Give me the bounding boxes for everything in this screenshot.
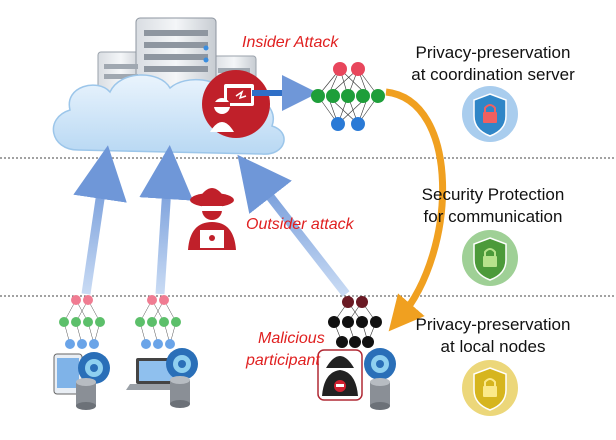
- malicious-model-network: [328, 296, 382, 348]
- gear-icon: [78, 352, 110, 384]
- local-model-network-1: [59, 295, 105, 349]
- local-model-network-2: [135, 295, 181, 349]
- privacy-local-label-2: at local nodes: [440, 337, 546, 356]
- insider-attacker-icon: [202, 70, 270, 138]
- upload-arrow-malicious: [237, 154, 350, 297]
- database-icon: [76, 378, 96, 410]
- model-distribution-arrow: [385, 88, 446, 332]
- gear-icon: [166, 348, 198, 380]
- lock-shield-icon: [462, 360, 518, 416]
- privacy-server-label-2: at coordination server: [411, 65, 575, 84]
- gear-icon: [364, 348, 396, 380]
- lock-shield-icon: [462, 86, 518, 142]
- privacy-local-label-1: Privacy-preservation: [415, 315, 571, 334]
- upload-arrow-tablet: [73, 145, 127, 295]
- security-label-2: for communication: [423, 207, 563, 226]
- database-icon: [370, 378, 390, 410]
- malicious-participant-label-1: Malicious: [258, 330, 325, 347]
- malicious-participant-label-2: participant: [246, 352, 320, 369]
- outsider-attacker-icon: [188, 188, 236, 250]
- outsider-attack-label: Outsider attack: [246, 216, 354, 233]
- global-model-network: [311, 62, 385, 131]
- security-label-1: Security Protection: [421, 185, 565, 204]
- privacy-server-label-1: Privacy-preservation: [415, 43, 571, 62]
- lock-shield-icon: [462, 230, 518, 286]
- upload-arrow-laptop: [139, 145, 194, 295]
- insider-attack-label: Insider Attack: [242, 34, 339, 51]
- database-icon: [170, 376, 190, 408]
- malicious-hacker-icon: [317, 349, 363, 401]
